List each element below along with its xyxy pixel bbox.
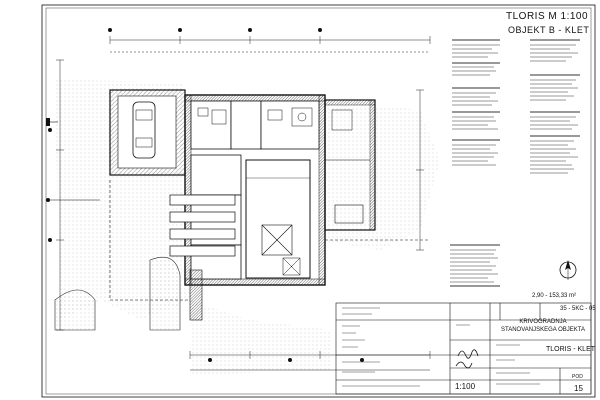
car-outline [132,101,156,159]
sheet-title: TLORIS M 1:100 [506,11,589,22]
object-name: TLORIS - KLET [546,346,596,353]
signature-scribble [455,349,479,369]
area-note: 2,90 - 153,33 m² [532,293,577,299]
site-terrain [54,80,440,375]
organisation-line-1: KRIVOGRADNJA [519,319,567,325]
sheet-subtitle: OBJEKT B - KLET [508,25,590,35]
sheet-number: 15 [574,384,583,393]
dimension-lines [56,36,431,371]
north-arrow-icon [559,260,577,280]
organisation-line-2: STANOVANJSKEGA OBJEKTA [500,327,586,333]
title-block-fields [342,307,540,387]
part-number: 35 - 5KC - 05 [560,306,596,312]
axis-markers [48,28,364,362]
sheet-label: POD [572,374,583,380]
ramp-slabs [169,194,236,257]
building-plan [109,89,430,321]
title-block-frame [335,302,592,395]
inner-border [45,7,592,395]
room-legend [450,39,580,287]
sheet-border [41,4,596,398]
section-marker [46,118,100,202]
scale-label: 1:100 [455,382,476,391]
organisation-label: KRIVOGRADNJA STANOVANJSKEGA OBJEKTA [498,318,588,334]
